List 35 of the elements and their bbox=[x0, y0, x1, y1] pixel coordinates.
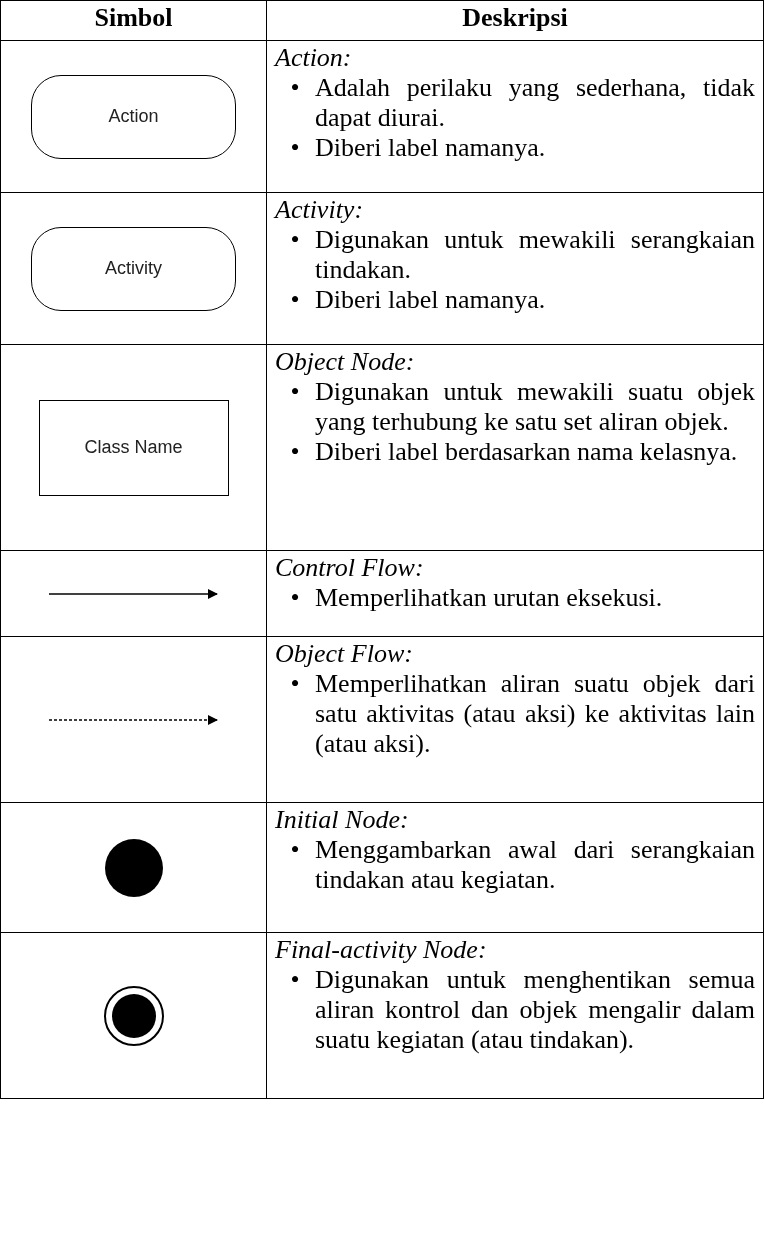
bullet-marker: • bbox=[289, 73, 301, 105]
item-heading: Initial Node: bbox=[275, 805, 410, 836]
bullet-marker: • bbox=[289, 225, 301, 257]
bullet-text: Adalah perilaku yang sederhana, tidak dapat diurai. bbox=[315, 73, 755, 134]
item-heading: Action: bbox=[275, 43, 353, 74]
bullet-marker: • bbox=[289, 133, 301, 164]
bullet-text: Diberi label namanya. bbox=[315, 133, 547, 164]
bullet-text: Diberi label namanya. bbox=[315, 285, 547, 316]
bullet-text: Digunakan untuk mewakili suatu objek yang terhubung ke satu set aliran objek. bbox=[315, 377, 755, 438]
column-header: Simbol bbox=[94, 3, 173, 32]
bullet-marker: • bbox=[289, 835, 301, 867]
bullet-text: Memperlihatkan urutan eksekusi. bbox=[315, 583, 664, 614]
bullet-text: Menggambarkan awal dari serangkaian tindakan atau kegiatan. bbox=[315, 835, 755, 896]
rounded-box bbox=[31, 226, 236, 311]
item-heading: Control Flow: bbox=[275, 553, 425, 584]
bullet-marker: • bbox=[289, 583, 301, 614]
item-heading: Object Flow: bbox=[275, 639, 414, 670]
bullet-marker: • bbox=[289, 965, 301, 997]
shape-label: Activity bbox=[105, 258, 162, 279]
bullet-text: Diberi label berdasarkan nama kelasnya. bbox=[315, 437, 739, 468]
bullet-marker: • bbox=[289, 669, 301, 701]
item-heading: Object Node: bbox=[275, 347, 416, 378]
shape-label: Action bbox=[108, 106, 159, 127]
item-heading: Final-activity Node: bbox=[275, 935, 488, 966]
shape-label: Class Name bbox=[84, 437, 183, 458]
bullet-marker: • bbox=[289, 285, 301, 316]
item-heading: Activity: bbox=[275, 195, 365, 226]
rounded-box bbox=[31, 74, 236, 159]
column-header: Deskripsi bbox=[462, 3, 568, 32]
bullet-text: Digunakan untuk mewakili serangkaian tindakan. bbox=[315, 225, 755, 286]
rectangle-box bbox=[38, 399, 229, 496]
bullet-marker: • bbox=[289, 437, 301, 468]
bullet-marker: • bbox=[289, 377, 301, 409]
bullet-text: Memperlihatkan aliran suatu objek dari satu aktivitas (atau aksi) ke aktivitas lain (atau aksi). bbox=[315, 669, 755, 760]
bullet-text: Digunakan untuk menghentikan semua aliran kontrol dan objek mengalir dalam suatu kegiatan (atau tindakan). bbox=[315, 965, 755, 1056]
